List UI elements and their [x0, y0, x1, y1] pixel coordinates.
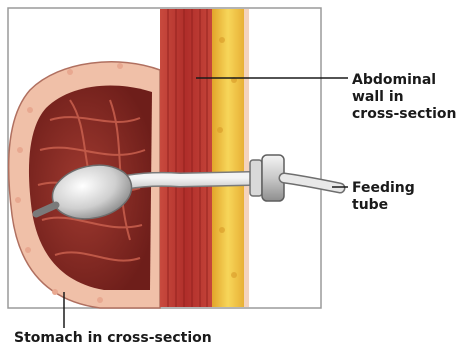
external-bolster — [250, 160, 262, 196]
stomach-label: Stomach in cross-section — [14, 330, 212, 347]
fat-layer — [212, 9, 244, 307]
abdominal-wall-label-line-1: Abdominal — [352, 72, 457, 89]
abdominal-wall-label: Abdominal wall in cross-section — [352, 72, 457, 123]
feeding-tube-label-line-2: tube — [352, 197, 415, 214]
abdominal-wall-label-line-3: cross-section — [352, 106, 457, 123]
feeding-tube-label-line-1: Feeding — [352, 180, 415, 197]
skin-layer — [244, 9, 249, 307]
feeding-tube-label: Feeding tube — [352, 180, 415, 214]
abdominal-wall-label-line-2: wall in — [352, 89, 457, 106]
stomach-label-text: Stomach in cross-section — [14, 330, 212, 347]
